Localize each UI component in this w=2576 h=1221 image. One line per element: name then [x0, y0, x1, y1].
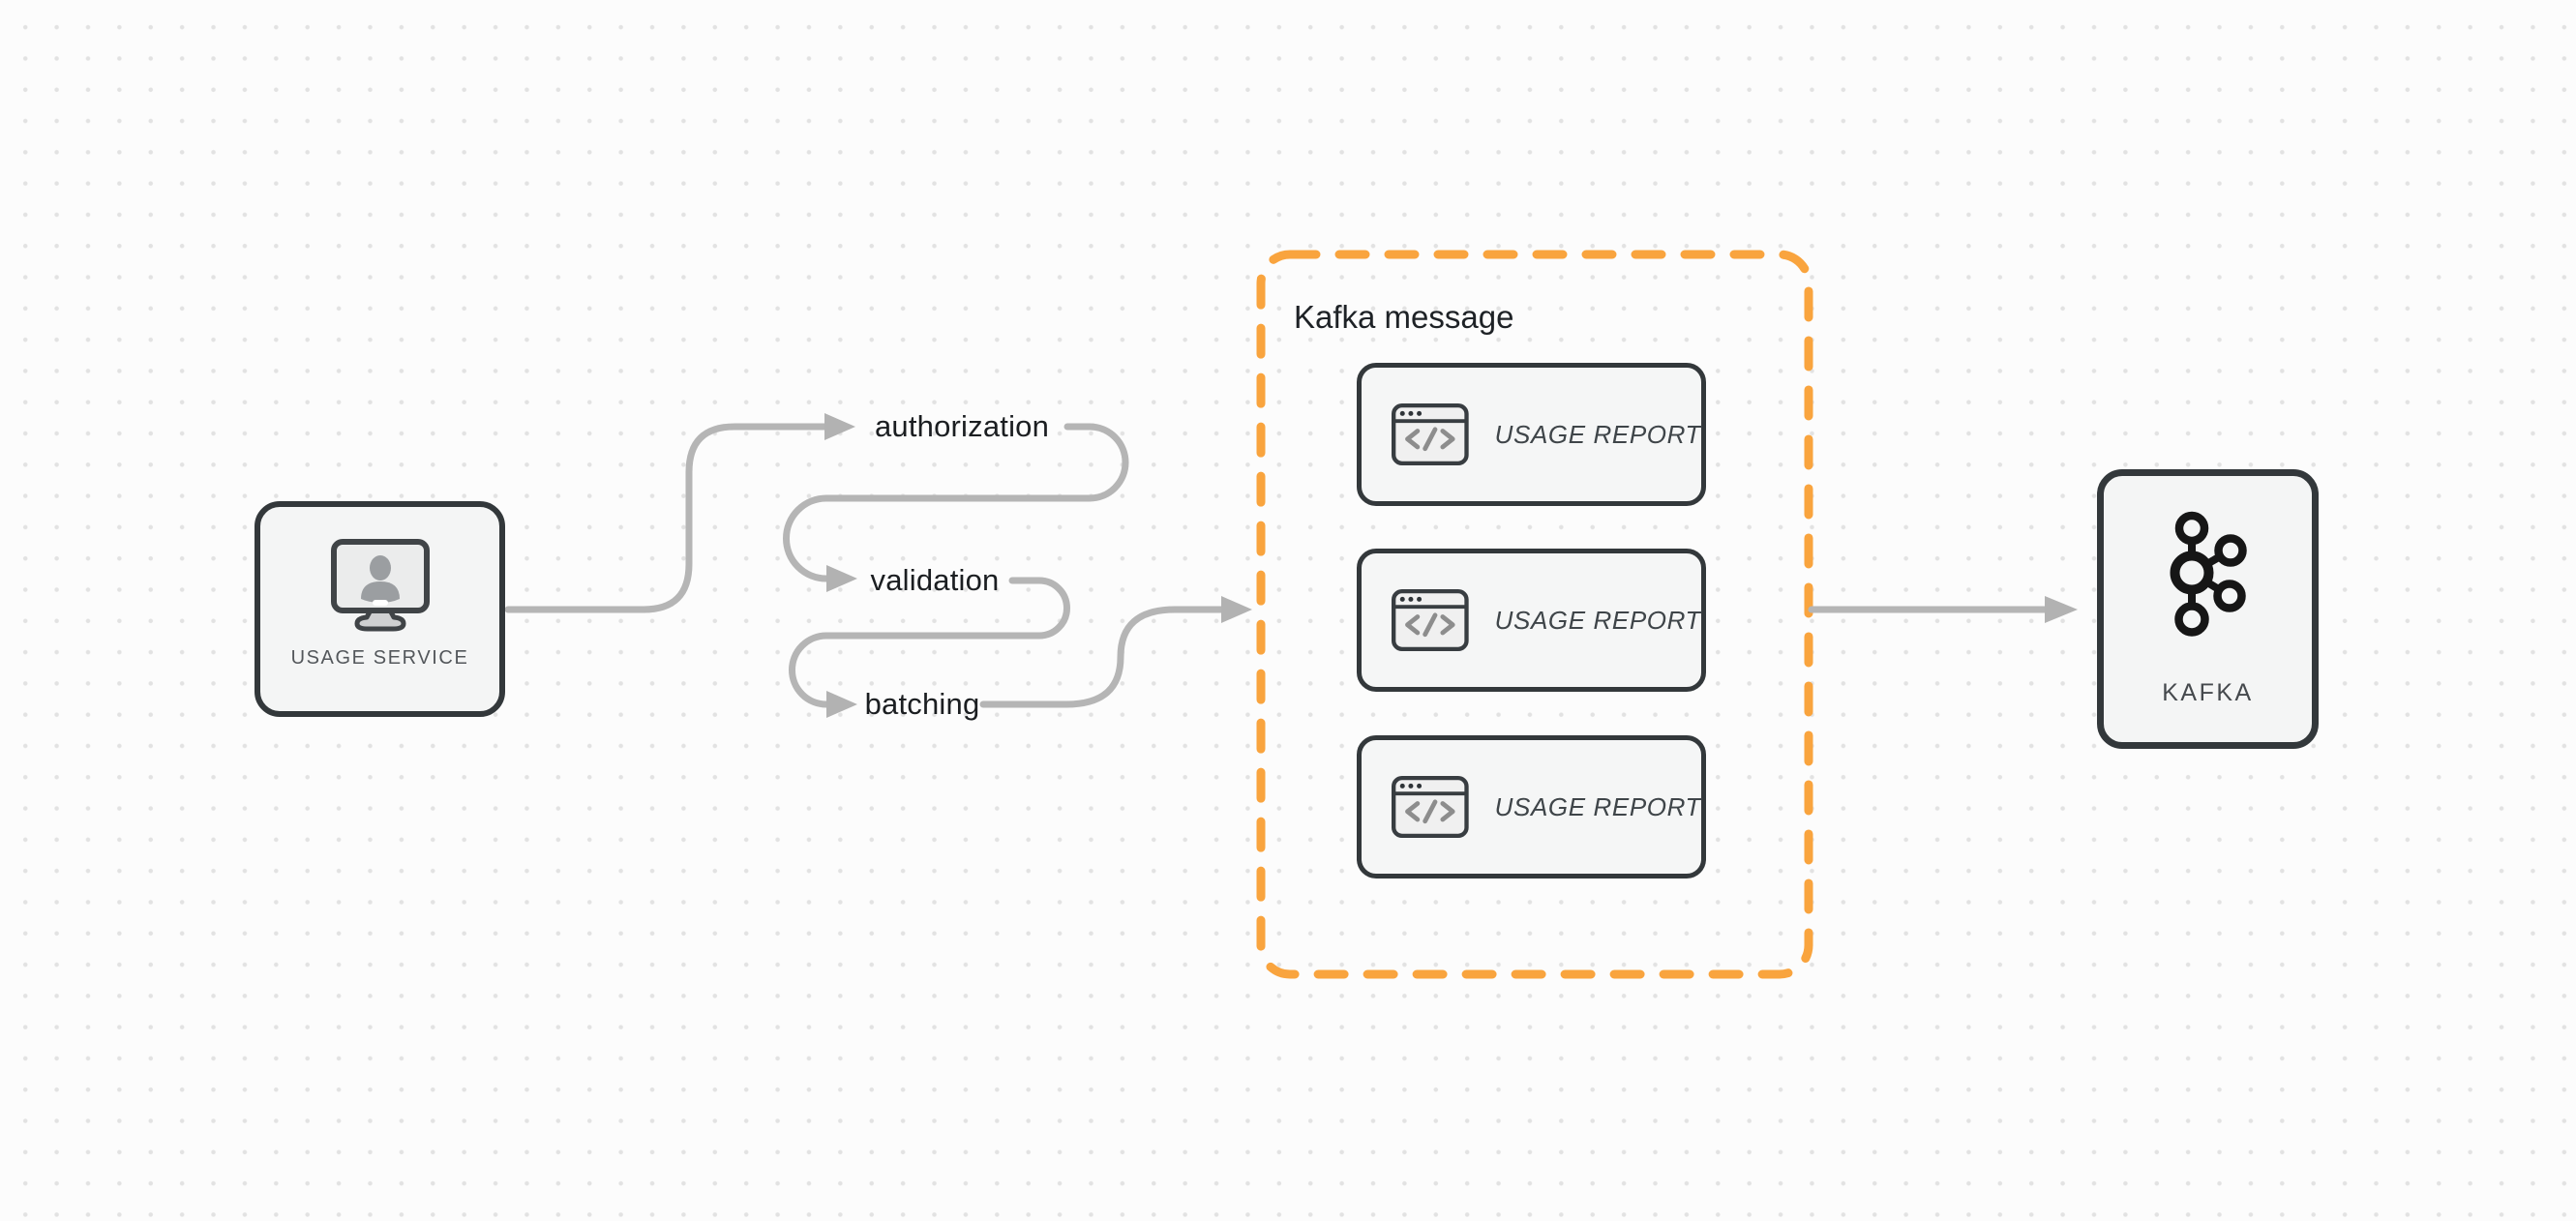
- code-window-icon: [1392, 588, 1469, 652]
- usage-report-label: USAGE REPORT: [1494, 419, 1701, 449]
- flow-step-authorization[interactable]: authorization: [874, 409, 1050, 443]
- usage-report-label: USAGE REPORT: [1494, 791, 1701, 821]
- arrow-authorization-to-validation[interactable]: [783, 423, 1129, 592]
- flow-step-batching[interactable]: batching: [864, 687, 980, 721]
- arrow-batching-to-kafka-message[interactable]: [979, 596, 1252, 708]
- arrowhead: [1221, 596, 1252, 623]
- kafka-label: KAFKA: [2162, 679, 2254, 706]
- usage-report-card[interactable]: USAGE REPORT: [1357, 549, 1718, 701]
- node-kafka[interactable]: KAFKA: [2097, 469, 2319, 749]
- usage-report-card[interactable]: USAGE REPORT: [1357, 363, 1718, 516]
- kafka-logo-icon: [2170, 511, 2247, 637]
- arrowhead: [2045, 596, 2078, 623]
- monitor-user-icon: [330, 539, 430, 632]
- arrowhead: [826, 565, 857, 592]
- arrow-validation-to-batching[interactable]: [789, 577, 1070, 718]
- arrow-usage-service-to-authorization[interactable]: [504, 413, 855, 613]
- node-usage-service[interactable]: USAGE SERVICE: [255, 501, 505, 717]
- code-window-icon: [1392, 402, 1469, 466]
- arrowhead: [824, 413, 855, 440]
- usage-report-label: USAGE REPORT: [1494, 605, 1701, 635]
- usage-service-label: USAGE SERVICE: [290, 647, 469, 669]
- arrowhead: [826, 691, 857, 718]
- flow-step-validation[interactable]: validation: [870, 563, 1000, 597]
- code-window-icon: [1392, 775, 1469, 839]
- usage-report-card[interactable]: USAGE REPORT: [1357, 735, 1718, 888]
- arrow-kafka-message-to-kafka[interactable]: [1808, 596, 2078, 623]
- kafka-message-group-title: Kafka message: [1294, 299, 1514, 335]
- kafka-message-group-border[interactable]: [1256, 250, 1813, 979]
